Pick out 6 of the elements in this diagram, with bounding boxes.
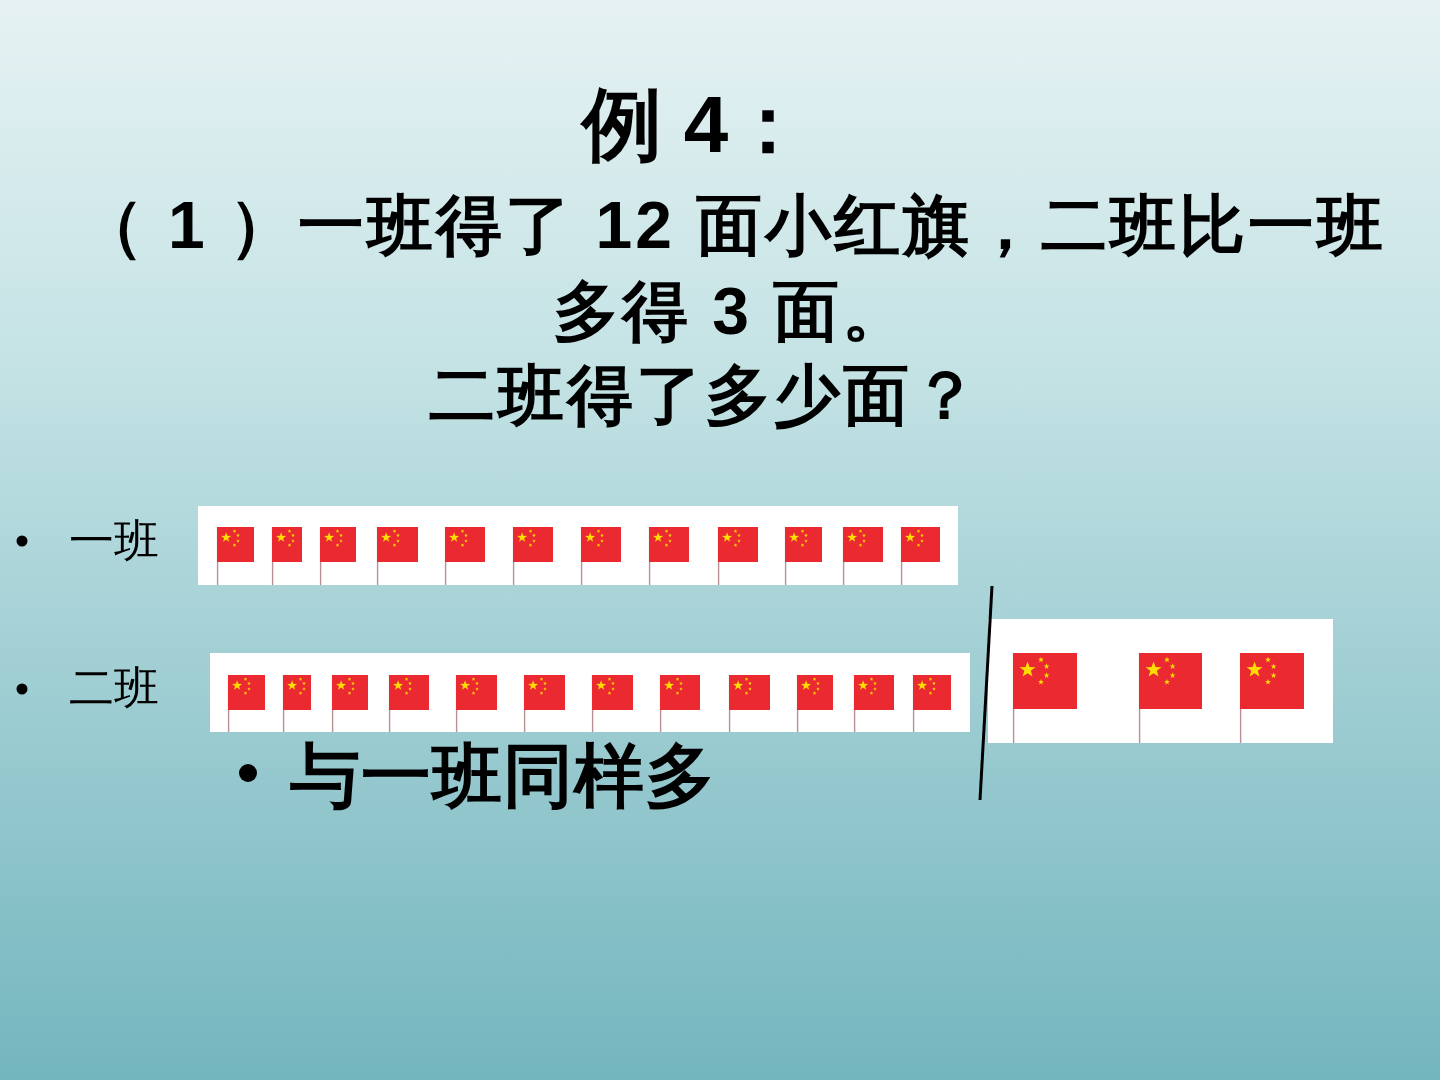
question-text: 二班得了多少面？: [429, 358, 981, 432]
slide-title: 例 4：: [581, 80, 809, 169]
row-label: 二班: [69, 663, 159, 713]
problem-text: （ 1 ）一班得了 12 面小红旗，二班比一班多得 3 面。: [77, 188, 1387, 348]
conclusion-text: 与一班同样多: [290, 737, 716, 815]
row-label: 一班: [69, 516, 159, 566]
